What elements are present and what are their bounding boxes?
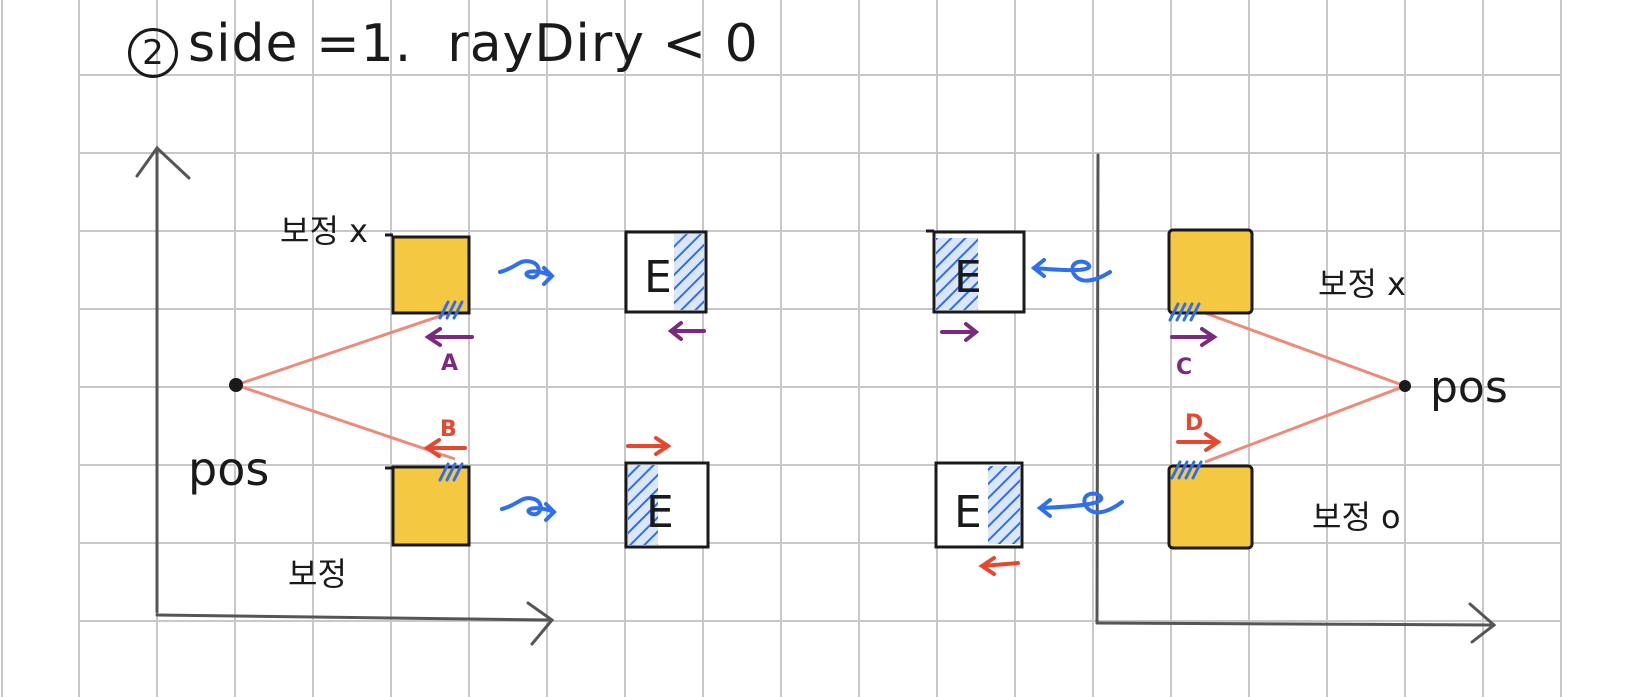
right-arrow-c-label: C bbox=[1176, 355, 1192, 380]
left-enemy-bottom-label: E bbox=[646, 487, 674, 538]
right-enemy-top-label: E bbox=[954, 252, 982, 303]
right-enemy-bottom: E bbox=[934, 461, 1024, 549]
right-wall-bottom bbox=[1167, 464, 1254, 550]
left-wall-bottom bbox=[391, 465, 471, 547]
right-x-axis bbox=[1095, 602, 1497, 644]
left-blue-arrow-top bbox=[498, 259, 555, 286]
right-panel: C D E E 보정 x pos 보정 o bbox=[926, 153, 1508, 644]
right-wall-bottom-hit-marks bbox=[1170, 460, 1203, 480]
right-wall-top-hit-marks bbox=[1168, 302, 1201, 322]
left-pos-point bbox=[229, 378, 243, 392]
right-enemy-top: E bbox=[926, 229, 1026, 314]
left-arrow-b-label: B bbox=[440, 417, 457, 442]
left-bottom-correction-label: 보정 bbox=[288, 555, 347, 593]
left-enemy-bottom-arrow bbox=[626, 436, 672, 456]
left-enemy-top-label: E bbox=[644, 252, 672, 303]
right-pos-label: pos bbox=[1430, 362, 1508, 413]
left-wall-top-hit-marks bbox=[438, 300, 464, 320]
left-arrow-a-label: A bbox=[441, 351, 458, 376]
left-ray-top bbox=[235, 309, 456, 387]
right-arrow-d bbox=[1176, 432, 1222, 452]
right-arrow-d-label: D bbox=[1185, 411, 1203, 436]
right-ray-top bbox=[1204, 311, 1406, 388]
page-title: side =1. rayDiry < 0 bbox=[188, 14, 759, 74]
right-blue-arrow-top bbox=[1030, 258, 1112, 283]
left-arrow-b bbox=[423, 438, 467, 458]
left-ray-bottom bbox=[235, 383, 456, 461]
right-wall-top bbox=[1167, 228, 1254, 315]
left-arrow-a bbox=[424, 327, 474, 347]
left-wall-bottom-hit-marks bbox=[438, 462, 464, 482]
left-x-axis bbox=[155, 601, 555, 646]
step-number-circle: 2 bbox=[128, 28, 178, 78]
left-panel: A B E E 보정 x pos 보정 bbox=[135, 145, 710, 646]
right-enemy-bottom-arrow bbox=[978, 556, 1020, 576]
left-pos-label: pos bbox=[188, 442, 269, 496]
right-ray-bottom bbox=[1204, 384, 1406, 464]
right-y-axis bbox=[1095, 153, 1100, 625]
right-top-correction-label: 보정 x bbox=[1318, 265, 1406, 303]
left-blue-arrow-bottom bbox=[500, 496, 557, 522]
left-y-axis bbox=[135, 145, 191, 614]
left-wall-top bbox=[391, 235, 471, 315]
left-enemy-top: E bbox=[624, 230, 708, 314]
right-bottom-correction-label: 보정 o bbox=[1312, 498, 1401, 536]
right-enemy-bottom-label: E bbox=[954, 487, 982, 538]
right-blue-arrow-bottom bbox=[1036, 491, 1124, 518]
left-top-correction-label: 보정 x bbox=[280, 212, 368, 250]
right-arrow-c bbox=[1170, 327, 1218, 347]
right-pos-point bbox=[1399, 380, 1411, 392]
right-enemy-top-arrow bbox=[940, 322, 980, 342]
grid-background bbox=[1, 0, 1562, 697]
left-enemy-bottom: E bbox=[624, 461, 710, 549]
left-enemy-top-arrow bbox=[667, 321, 706, 341]
